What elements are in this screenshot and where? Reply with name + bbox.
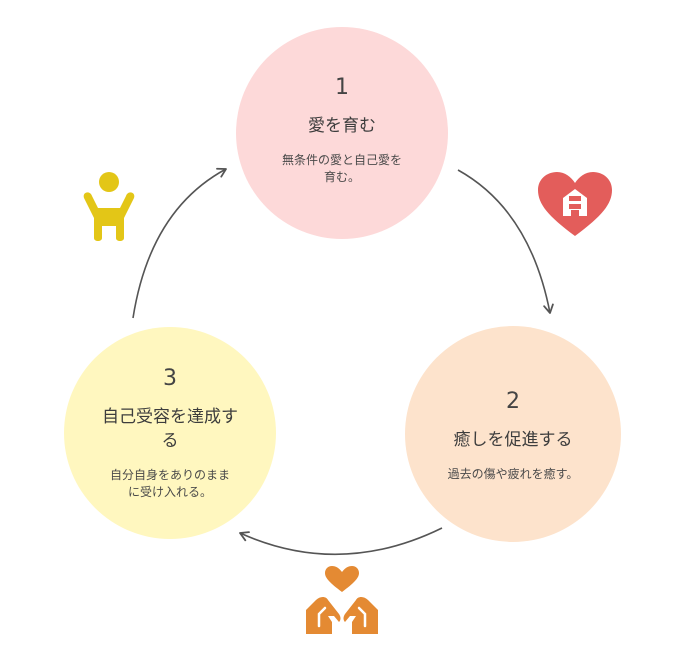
step-1-node: 1 愛を育む 無条件の愛と自己愛を 育む。 [236, 27, 448, 239]
step-2-description: 過去の傷や疲れを癒す。 [448, 466, 579, 483]
step-2-title: 癒しを促進する [453, 430, 573, 450]
raised-arms-person-icon [83, 172, 135, 241]
arrow-1-to-2 [457, 169, 554, 314]
heart-home-icon [538, 172, 612, 236]
step-1-title: 愛を育む [308, 115, 376, 136]
step-2-number: 2 [506, 389, 520, 414]
arrow-3-to-1 [132, 167, 227, 319]
step-1-description-line2: 育む。 [323, 169, 360, 184]
step-2-node: 2 癒しを促進する 過去の傷や疲れを癒す。 [405, 326, 621, 542]
step-3-title-line2: る [161, 430, 179, 451]
step-3-title-line1: 自己受容を達成す [102, 406, 238, 427]
step-3-node: 3 自己受容を達成す る 自分自身をありのまま に受け入れる。 [64, 327, 276, 539]
step-3-description: 自分自身をありのまま に受け入れる。 [110, 467, 230, 501]
step-2-description-line1: 過去の傷や疲れを癒す。 [447, 467, 579, 481]
step-3-description-line2: に受け入れる。 [127, 484, 212, 499]
step-3-number: 3 [163, 365, 177, 391]
step-1-description: 無条件の愛と自己愛を 育む。 [282, 152, 402, 186]
step-1-description-line1: 無条件の愛と自己愛を [281, 152, 402, 167]
hands-holding-heart-icon [306, 566, 378, 634]
step-1-number: 1 [335, 74, 349, 100]
step-3-description-line1: 自分自身をありのまま [109, 467, 230, 482]
arrow-2-to-3 [239, 527, 443, 556]
step-3-title: 自己受容を達成す る [102, 405, 238, 453]
